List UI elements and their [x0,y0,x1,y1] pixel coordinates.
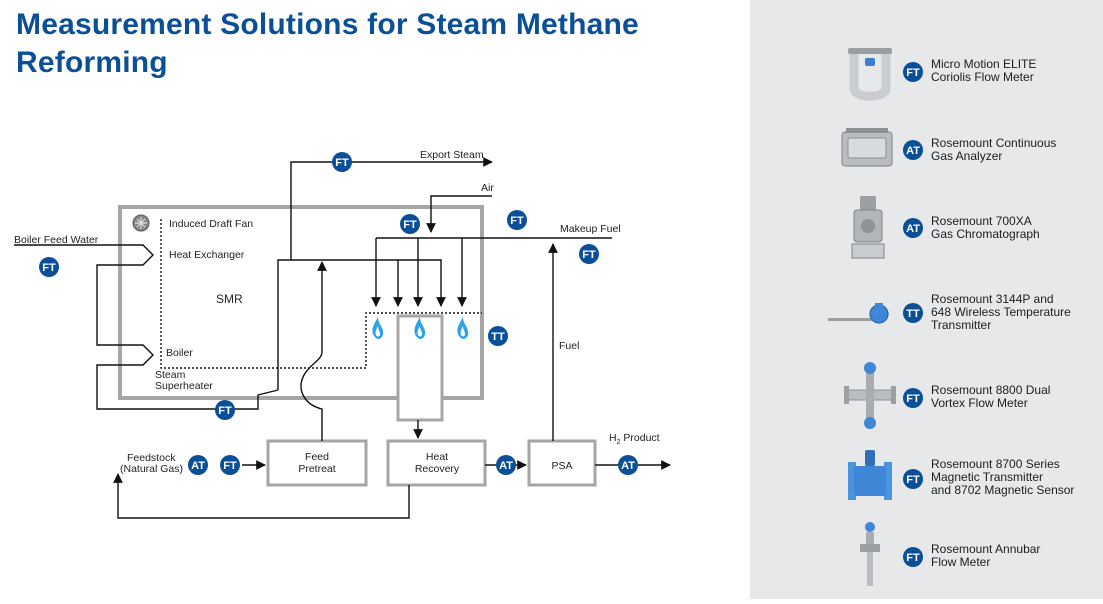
boiler-label: Boiler [166,347,193,359]
ft-tag-feedstock[interactable]: FT [220,455,240,475]
svg-text:FT: FT [582,249,596,261]
svg-text:FT: FT [218,405,232,417]
boiler-feed-water-label: Boiler Feed Water [14,234,99,246]
svg-text:FT: FT [403,219,417,231]
product-7-name-line-1: Rosemount Annubar [931,542,1040,556]
svg-text:FT: FT [42,262,56,274]
at-tag-product-2: AT [903,140,923,160]
feed-pretreat-label-2: Pretreat [298,463,335,475]
ft-tag-export-steam[interactable]: FT [332,152,352,172]
product-panel: FT Micro Motion ELITE Coriolis Flow Mete… [750,0,1103,599]
title-line-1: Measurement Solutions for Steam Methane [16,8,639,41]
title-line-2: Reforming [16,46,168,79]
recovery-recycle-line [113,473,410,519]
feedstock-label-1: Feedstock [127,452,176,464]
svg-text:AT: AT [621,460,635,472]
tt-tag-product-4: TT [903,303,923,323]
product-5-name-line-2: Vortex Flow Meter [931,396,1028,410]
h2-product-label: H2 Product [609,432,660,446]
svg-text:AT: AT [191,460,205,472]
induced-draft-fan-label: Induced Draft Fan [169,218,253,230]
product-6-name-line-1: Rosemount 8700 Series [931,457,1060,471]
gas-chromatograph-icon [851,196,885,259]
ft-tag-makeup-fuel[interactable]: FT [579,244,599,264]
svg-text:FT: FT [223,460,237,472]
temperature-transmitter-icon [828,303,889,324]
product-4-name-line-3: Transmitter [931,318,991,332]
heat-exchanger-line [291,259,446,307]
product-3-name-line-1: Rosemount 700XA [931,214,1032,228]
burner-flame-icon [457,317,469,339]
feed-pretreat-box [266,439,368,487]
tt-tag-furnace[interactable]: TT [488,326,508,346]
feedstock-label-2: (Natural Gas) [120,463,183,475]
annubar-meter-icon [860,522,880,586]
ft-tag-air[interactable]: FT [400,214,420,234]
psa-box [527,439,597,487]
export-steam-label: Export Steam [420,149,484,161]
svg-text:FT: FT [906,67,920,79]
product-list: FT Micro Motion ELITE Coriolis Flow Mete… [828,48,1074,586]
psa-label: PSA [551,460,572,472]
heat-recovery-label-2: Recovery [415,463,460,475]
ft-tag-superheater[interactable]: FT [215,400,235,420]
svg-text:AT: AT [906,223,920,235]
makeup-fuel-label: Makeup Fuel [560,223,621,235]
flue-gas-path [160,219,482,369]
ft-tag-product-5: FT [903,388,923,408]
ft-tag-fuel-header[interactable]: FT [507,210,527,230]
product-6-name-line-3: and 8702 Magnetic Sensor [931,483,1074,497]
product-7-name-line-2: Flow Meter [931,555,990,569]
product-4-name-line-1: Rosemount 3144P and [931,292,1054,306]
heat-exchanger-label: Heat Exchanger [169,249,245,261]
air-line [426,195,492,233]
coriolis-meter-icon [848,48,892,101]
product-1-name-line-2: Coriolis Flow Meter [931,70,1034,84]
gas-analyzer-icon [841,128,893,167]
smr-label: SMR [216,292,243,306]
steam-superheater-label-2: Superheater [155,380,213,392]
svg-text:FT: FT [335,157,349,169]
fuel-label: Fuel [559,340,579,352]
svg-text:TT: TT [906,308,920,320]
heat-recovery-label-1: Heat [426,451,448,463]
air-label: Air [481,182,494,194]
svg-text:TT: TT [491,331,505,343]
magnetic-flowmeter-icon [848,450,892,500]
at-tag-h2-product[interactable]: AT [618,455,638,475]
product-1-name-line-1: Micro Motion ELITE [931,57,1036,71]
pretreat-to-smr-line [300,261,327,441]
vortex-meter-icon [844,362,896,429]
at-tag-heat-recovery[interactable]: AT [496,455,516,475]
burner-flame-icon [372,317,384,339]
product-4-name-line-2: 648 Wireless Temperature [931,305,1071,319]
smr-furnace-box [118,205,484,400]
steam-superheater-label-1: Steam [155,369,186,381]
at-tag-product-3: AT [903,218,923,238]
svg-text:FT: FT [906,552,920,564]
svg-text:AT: AT [906,145,920,157]
svg-text:FT: FT [510,215,524,227]
svg-text:FT: FT [906,393,920,405]
ft-tag-product-6: FT [903,469,923,489]
product-3-name-line-2: Gas Chromatograph [931,227,1040,241]
feed-pretreat-label-1: Feed [305,451,329,463]
ft-tag-product-1: FT [903,62,923,82]
ft-tag-boiler-feed-water[interactable]: FT [39,257,59,277]
product-2-name-line-1: Rosemount Continuous [931,136,1056,150]
ft-tag-product-7: FT [903,547,923,567]
product-5-name-line-1: Rosemount 8800 Dual [931,383,1050,397]
process-diagram: Export Steam Air Makeup Fuel Boiler Feed… [14,149,671,519]
at-tag-feedstock[interactable]: AT [188,455,208,475]
product-2-name-line-2: Gas Analyzer [931,149,1002,163]
heat-recovery-box [386,439,487,487]
page-title: Measurement Solutions for Steam Methane … [16,6,736,82]
svg-text:AT: AT [499,460,513,472]
svg-text:FT: FT [906,474,920,486]
fan-icon [132,214,150,232]
product-6-name-line-2: Magnetic Transmitter [931,470,1043,484]
